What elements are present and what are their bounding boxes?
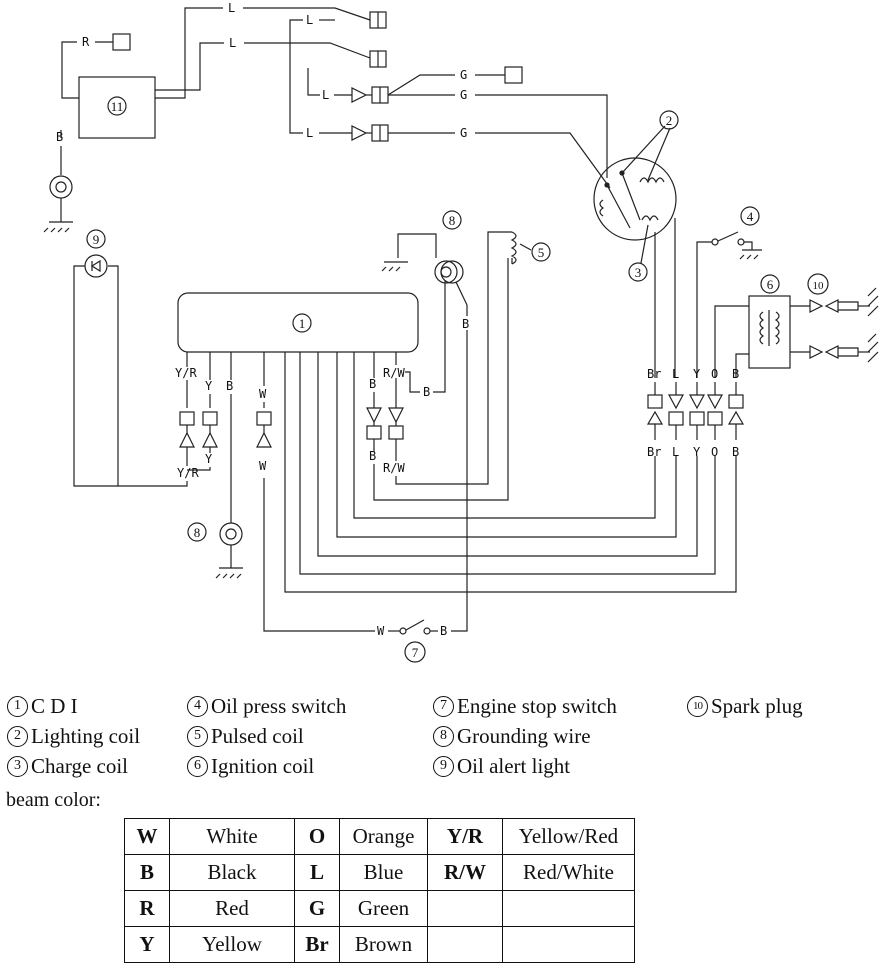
svg-text:L: L [228,1,235,15]
svg-text:B: B [369,377,376,391]
svg-text:R/W: R/W [383,366,405,380]
svg-text:B: B [732,367,739,381]
generator-coils [593,125,677,241]
svg-text:Y/R: Y/R [175,366,197,380]
svg-text:10: 10 [813,280,825,292]
svg-text:Y/R: Y/R [177,466,199,480]
connector-bank-left [179,411,272,448]
connector-lighting-1 [351,86,389,104]
oil-alert-light-icon [84,254,108,278]
cdi-box: 1 [177,292,419,353]
svg-text:9: 9 [93,232,100,247]
svg-text:O: O [711,445,718,459]
svg-text:G: G [460,68,467,82]
spark-plug-2 [824,345,839,359]
svg-text:B: B [440,624,447,638]
svg-text:W: W [377,624,385,638]
svg-text:Y: Y [693,445,701,459]
spark-plug-1 [824,299,839,313]
svg-text:1: 1 [299,316,306,331]
table-row: W White O Orange Y/R Yellow/Red [124,818,635,855]
ignition-coil [748,295,791,369]
svg-text:3: 3 [635,265,642,280]
svg-text:Br: Br [647,445,661,459]
svg-text:L: L [306,13,313,27]
svg-text:L: L [322,88,329,102]
beam-color-label: beam color: [6,789,101,811]
svg-text:5: 5 [538,245,545,260]
svg-text:L: L [672,367,679,381]
wiring-diagram: 11 R L L L L L G G G B [43,1,879,663]
svg-text:11: 11 [111,99,124,114]
svg-text:6: 6 [767,277,774,292]
svg-text:8: 8 [449,213,456,228]
svg-text:Y: Y [205,452,213,466]
svg-text:O: O [711,367,718,381]
connector-bank-center [366,407,404,440]
table-row: R Red G Green [124,890,635,927]
beam-color-table: W White O Orange Y/R Yellow/Red B Black … [124,818,635,963]
svg-text:B: B [423,385,430,399]
table-row: Y Yellow Br Brown [124,926,635,963]
svg-text:4: 4 [747,209,754,224]
svg-text:R/W: R/W [383,461,405,475]
svg-text:2: 2 [666,113,673,128]
svg-text:B: B [732,445,739,459]
svg-text:R: R [82,35,90,49]
svg-text:G: G [460,88,467,102]
svg-text:Y: Y [693,367,701,381]
svg-text:B: B [462,317,469,331]
part-11-block: 11 [78,76,156,139]
svg-text:L: L [229,36,236,50]
svg-text:G: G [460,126,467,140]
svg-text:B: B [369,449,376,463]
svg-text:7: 7 [412,645,419,660]
svg-text:B: B [226,379,233,393]
svg-text:W: W [259,387,267,401]
svg-text:B: B [56,130,63,144]
connector-lighting-2 [351,124,389,142]
connector-bank-right [646,382,745,440]
svg-text:8: 8 [194,525,201,540]
svg-text:L: L [672,445,679,459]
svg-text:Y: Y [205,379,213,393]
svg-text:Br: Br [647,367,661,381]
svg-text:W: W [259,459,267,473]
svg-text:L: L [306,126,313,140]
table-row: B Black L Blue R/W Red/White [124,854,635,891]
